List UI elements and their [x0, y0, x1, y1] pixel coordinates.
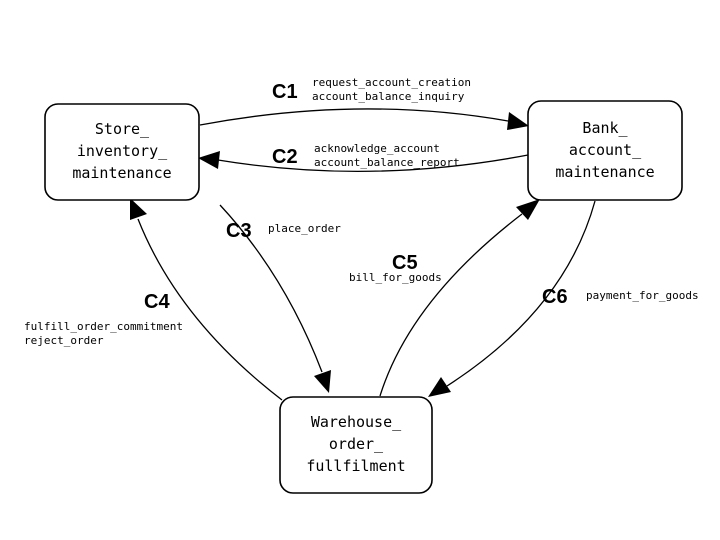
connector-c1-arrowhead	[507, 112, 529, 130]
connector-c2-message-2: account_balance_report	[314, 156, 460, 169]
node-store-label-line-2: inventory_	[77, 142, 168, 160]
node-bank-account-maintenance[interactable]: Bank_ account_ maintenance	[527, 100, 683, 201]
node-store-box	[44, 103, 200, 201]
connector-c3-message-1: place_order	[268, 222, 341, 235]
connector-c4-arrowhead	[130, 198, 147, 220]
connector-c3-name: C3	[226, 220, 252, 242]
connector-c5-curve	[379, 213, 523, 397]
node-warehouse-order-fulfilment[interactable]: Warehouse_ order_ fullfilment	[279, 396, 433, 494]
node-bank-label-line-1: Bank_	[582, 119, 628, 137]
node-store-label-line-3: maintenance	[72, 164, 171, 182]
connector-c2-name: C2	[272, 146, 298, 168]
connector-c3-curve	[219, 204, 323, 373]
connector-c1-message-1: request_account_creation	[312, 76, 471, 89]
connector-c1-curve	[199, 108, 509, 126]
connector-c5-name: C5	[392, 252, 418, 274]
connector-c5-message-1: bill_for_goods	[349, 271, 442, 284]
node-bank-label-line-3: maintenance	[555, 163, 654, 181]
connector-c6-arrowhead	[428, 377, 451, 397]
connector-c4-message-2: reject_order	[24, 334, 104, 347]
connector-c2-message-1: acknowledge_account	[314, 142, 440, 155]
node-warehouse-label-line-3: fullfilment	[306, 457, 405, 475]
connector-c2-curve	[217, 154, 529, 173]
connector-c6-name: C6	[542, 286, 568, 308]
node-warehouse-box	[279, 396, 433, 494]
connector-c3-arrowhead	[314, 370, 331, 393]
connector-c4-curve	[137, 218, 283, 401]
connector-c5-arrowhead	[516, 199, 540, 220]
connector-c6-message-1: payment_for_goods	[586, 289, 699, 302]
node-bank-box	[527, 100, 683, 201]
node-store-inventory-maintenance[interactable]: Store_ inventory_ maintenance	[44, 103, 200, 201]
connector-c4-message-1: fulfill_order_commitment	[24, 320, 183, 333]
connector-c1-message-2: account_balance_inquiry	[312, 90, 465, 103]
node-warehouse-label-line-1: Warehouse_	[311, 413, 402, 431]
node-bank-label-line-2: account_	[569, 141, 642, 159]
connector-c1-name: C1	[272, 81, 298, 103]
connector-c2-arrowhead	[198, 151, 220, 169]
connector-c6-curve	[446, 200, 596, 387]
node-store-label-line-1: Store_	[95, 120, 150, 138]
connector-c4-name: C4	[144, 291, 170, 313]
node-warehouse-label-line-2: order_	[329, 435, 384, 453]
